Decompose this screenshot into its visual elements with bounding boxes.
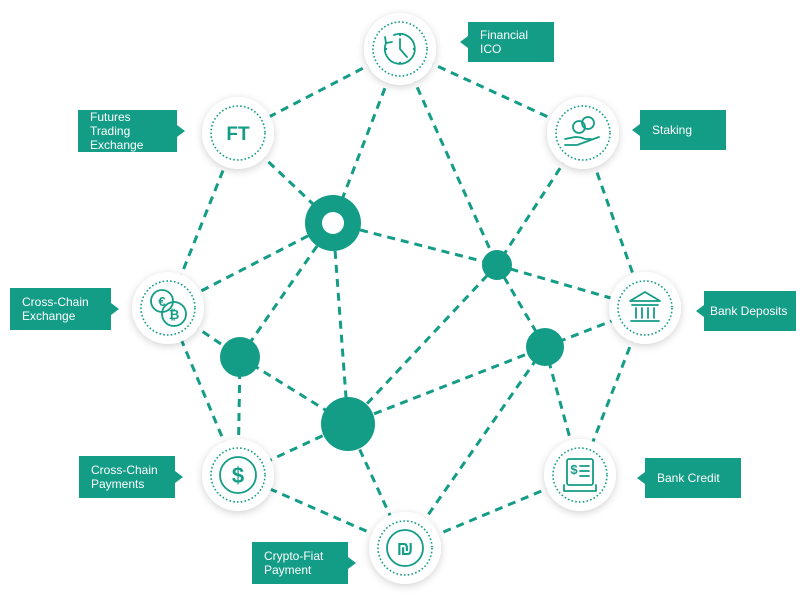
hub-node	[526, 328, 564, 366]
shekel-icon: ₪	[397, 539, 414, 560]
edge	[346, 263, 499, 426]
label-futures-trading-exchange: Futures Trading Exchange	[78, 110, 185, 152]
bank-building-icon	[629, 291, 661, 322]
dollar-icon: $	[232, 463, 244, 488]
ft-icon: FT	[226, 124, 250, 145]
dollar-coin-icon	[219, 456, 257, 494]
edge	[347, 345, 546, 426]
label-cross-chain-exchange: Cross-Chain Exchange	[10, 288, 119, 330]
label-financial-ico: Financial ICO	[460, 22, 554, 62]
label-staking: Staking	[632, 110, 726, 150]
edge	[332, 221, 498, 267]
hub-node	[482, 250, 512, 280]
edge	[495, 264, 547, 348]
shekel-coin-icon	[386, 529, 424, 567]
node-cross-chain-exchange: € ₿	[132, 272, 204, 344]
clock-icon	[383, 32, 416, 65]
label-crypto-fiat-payment: Crypto-Fiat Payment	[252, 542, 356, 584]
node-futures-trading-exchange: FT	[202, 97, 274, 169]
node-cross-chain-payments: $	[202, 439, 274, 511]
edge	[398, 48, 499, 266]
node-financial-ico	[364, 13, 436, 85]
receipt-dollar-icon: $	[570, 462, 578, 477]
edge	[495, 132, 585, 266]
coins-in-hand-icon	[564, 116, 600, 146]
edge	[331, 222, 350, 425]
node-crypto-fiat-payment: ₪	[369, 512, 441, 584]
hub-node	[321, 397, 375, 451]
euro-icon: €	[158, 294, 165, 309]
label-bank-deposits: Bank Deposits	[696, 291, 796, 331]
euro-bitcoin-coins-icon: € ₿	[150, 289, 187, 327]
node-bank-credit: $	[544, 439, 616, 511]
label-bank-credit: Bank Credit	[637, 458, 741, 498]
receipt-icon: $	[563, 458, 597, 492]
hub-nodes	[220, 195, 564, 451]
hub-node-ring-center	[322, 212, 344, 234]
node-staking	[547, 97, 619, 169]
label-cross-chain-payments: Cross-Chain Payments	[79, 456, 183, 498]
node-bank-deposits	[609, 272, 681, 344]
hub-node	[220, 337, 260, 377]
bitcoin-icon: ₿	[169, 307, 180, 322]
